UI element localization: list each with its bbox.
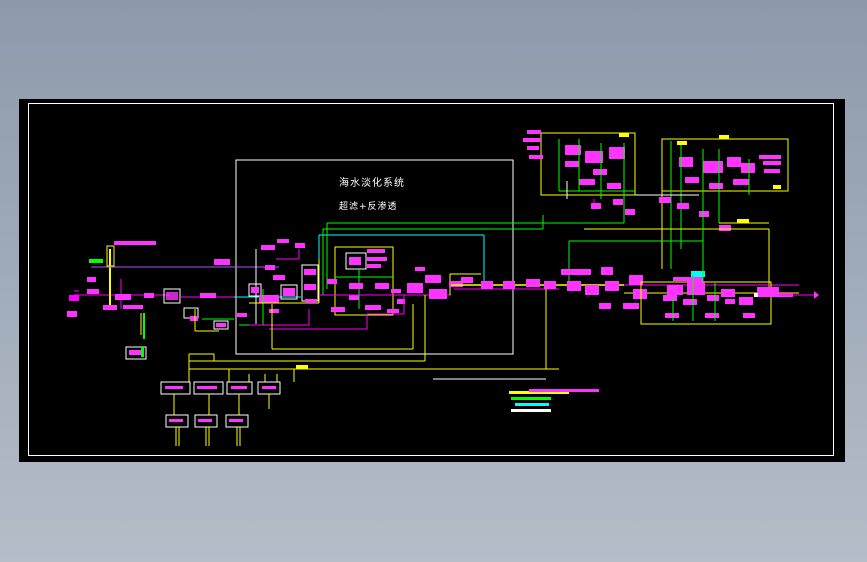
notes-block <box>509 389 599 412</box>
ro-prefilter-section <box>189 246 481 362</box>
intake-section <box>67 241 235 360</box>
system-boundary <box>235 159 514 355</box>
cleaning-skid-right <box>635 135 789 269</box>
ultrafiltration-section <box>234 215 624 326</box>
dosing-section <box>160 353 559 446</box>
cad-viewport[interactable]: 海水淡化系统 超滤+反渗透 <box>19 99 845 462</box>
drawing-title: 海水淡化系统 <box>339 176 405 189</box>
cleaning-skid-left <box>523 130 636 223</box>
product-water-section <box>561 209 819 325</box>
process-flow-diagram: 海水淡化系统 超滤+反渗透 <box>67 130 819 446</box>
drawing-frame <box>28 103 834 456</box>
drawing-subtitle: 超滤+反渗透 <box>339 200 398 212</box>
